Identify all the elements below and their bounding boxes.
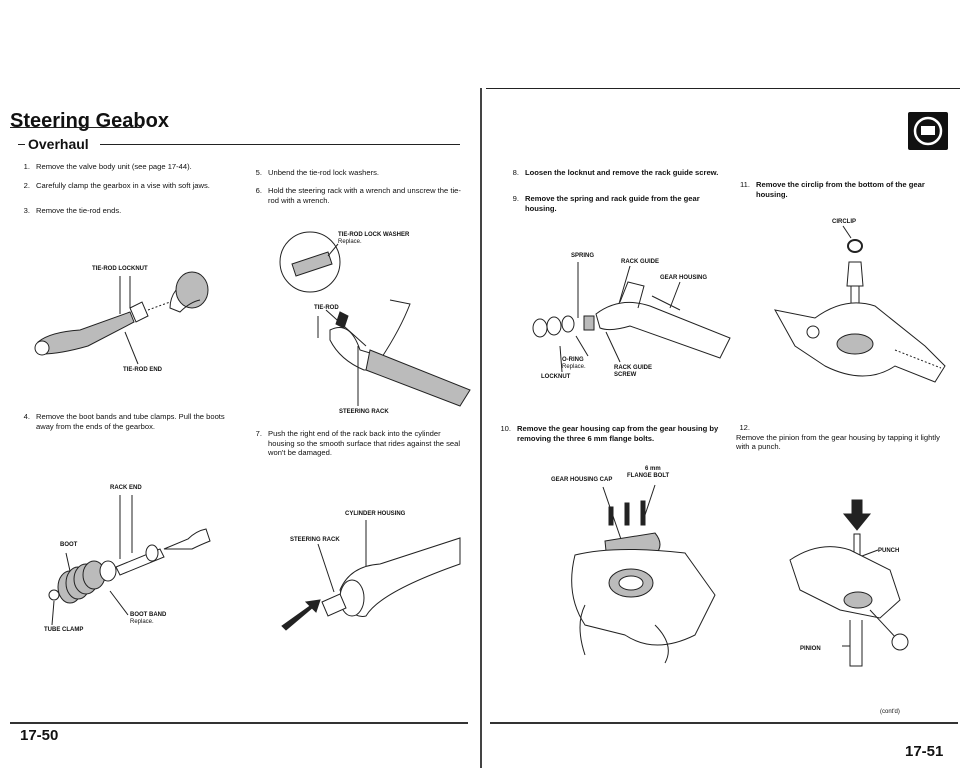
- label-tie-rod-locknut: TIE-ROD LOCKNUT: [92, 266, 148, 272]
- page-title: Steering Geabox: [10, 110, 169, 132]
- footer-rule-right: [490, 722, 958, 724]
- step-10: 10.Remove the gear housing cap from the …: [500, 424, 719, 443]
- label-locknut: LOCKNUT: [541, 374, 571, 380]
- circlip-illustration: [774, 225, 946, 383]
- label-spring: SPRING: [571, 253, 595, 259]
- label-steering-rack: STEERING RACK: [339, 409, 389, 415]
- punch-illustration: [789, 499, 909, 667]
- label-cylinder-housing: CYLINDER HOUSING: [345, 511, 406, 517]
- label-tie-rod-lock-washer: TIE-ROD LOCK WASHER Replace.: [338, 232, 410, 245]
- step-7: 7.Push the right end of the rack back in…: [255, 429, 461, 458]
- steering-wheel-icon: [913, 116, 943, 146]
- label-rack-guide-screw: RACK GUIDE SCREW: [614, 365, 653, 378]
- page-number-right: 17-51: [905, 743, 944, 760]
- section-title: Overhaul: [28, 136, 89, 152]
- label-tie-rod-end: TIE-ROD END: [123, 367, 162, 373]
- gear-housing-cap-illustration: [571, 484, 716, 664]
- cylinder-illustration: [281, 520, 461, 631]
- step-6: 6.Hold the steering rack with a wrench a…: [255, 186, 461, 205]
- header-rule-right: [486, 88, 960, 89]
- section-rule: [100, 144, 460, 145]
- steering-section-badge: [908, 112, 948, 150]
- step-12: 12.Remove the pinion from the gear housi…: [736, 423, 940, 452]
- step-11: 11.Remove the circlip from the bottom of…: [740, 180, 925, 199]
- label-circlip: CIRCLIP: [832, 219, 856, 225]
- rack-guide-illustration: [532, 262, 731, 373]
- label-o-ring: O-RING Replace.: [562, 357, 586, 370]
- step-2: 2.Carefully clamp the gearbox in a vise …: [23, 181, 210, 190]
- continued-note: (cont'd): [880, 709, 900, 715]
- boot-illustration: [48, 495, 211, 626]
- step-5: 5.Unbend the tie-rod lock washers.: [255, 168, 380, 177]
- label-rack-end: RACK END: [110, 485, 142, 491]
- step-8: 8.Loosen the locknut and remove the rack…: [512, 168, 719, 177]
- label-gear-housing-cap: GEAR HOUSING CAP: [551, 477, 613, 483]
- page-number-left: 17-50: [20, 727, 59, 744]
- step-9: 9.Remove the spring and rack guide from …: [512, 194, 700, 213]
- tie-rod-end-illustration: [34, 271, 209, 365]
- footer-rule-left: [10, 722, 468, 724]
- label-tube-clamp: TUBE CLAMP: [44, 627, 84, 633]
- label-pinion: PINION: [800, 646, 821, 652]
- label-steering-rack-2: STEERING RACK: [290, 537, 340, 543]
- step-1: 1.Remove the valve body unit (see page 1…: [23, 162, 192, 171]
- label-tie-rod: TIE-ROD: [314, 305, 339, 311]
- step-4: 4.Remove the boot bands and tube clamps.…: [23, 412, 225, 431]
- label-gear-housing: GEAR HOUSING: [660, 275, 708, 281]
- label-flange-bolt: 6 mm FLANGE BOLT: [627, 466, 670, 479]
- wrench-illustration: [279, 231, 471, 407]
- label-rack-guide: RACK GUIDE: [621, 259, 660, 265]
- page-spine: [480, 88, 482, 768]
- section-rule-left: [18, 144, 25, 145]
- label-boot: BOOT: [60, 542, 78, 548]
- label-boot-band: BOOT BAND Replace.: [130, 612, 167, 625]
- title-underline: [10, 127, 142, 128]
- label-punch: PUNCH: [878, 548, 900, 554]
- step-3: 3.Remove the tie-rod ends.: [23, 206, 122, 215]
